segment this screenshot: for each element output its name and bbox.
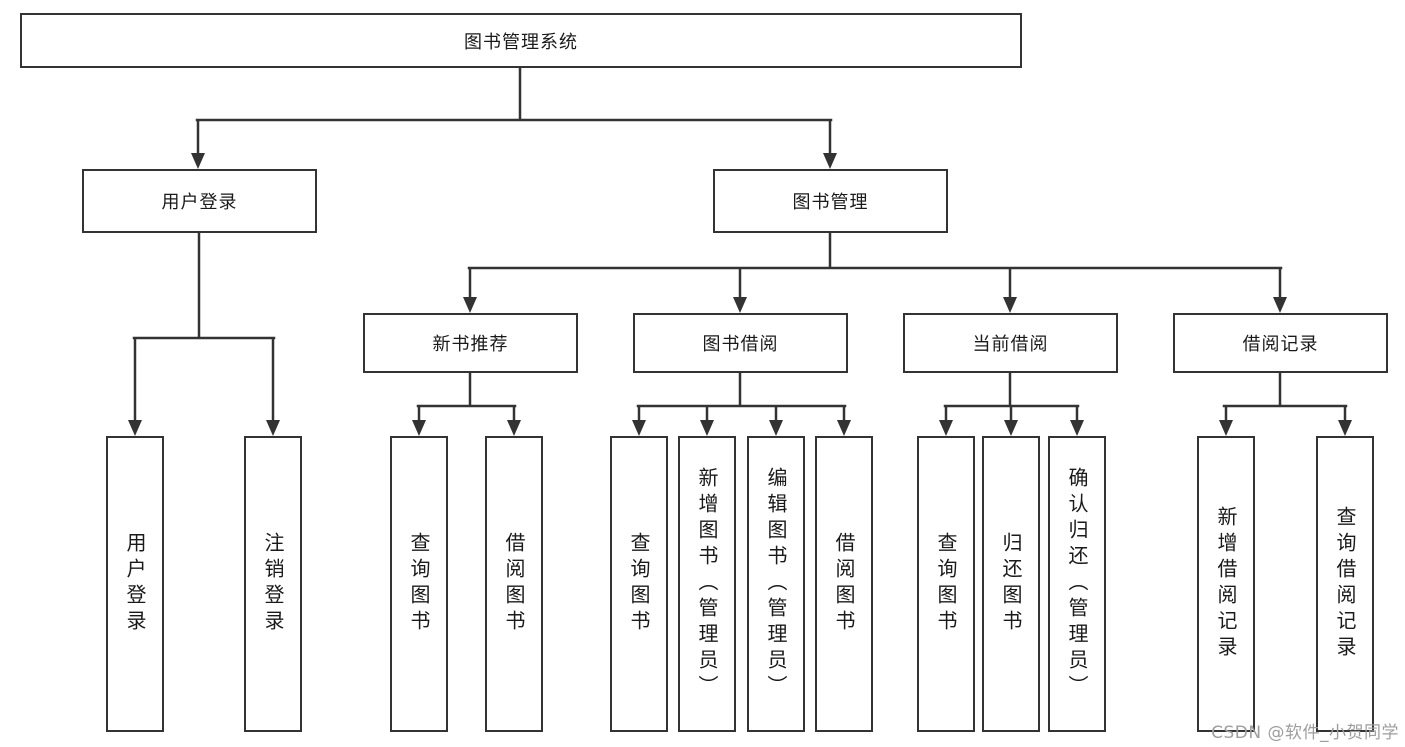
node-current-borrow-label: 当前借阅 <box>972 334 1049 355</box>
leaf-query-book-2: 查询图书 <box>610 436 668 732</box>
node-user-login-label: 用户登录 <box>161 192 238 213</box>
leaf-logout-label: 注销登录 <box>261 532 285 636</box>
edge-borrow-record-split <box>1222 371 1348 423</box>
edge-current-borrow-split <box>943 371 1080 423</box>
leaf-query-book-2-label: 查询图书 <box>627 532 651 636</box>
leaf-user-login: 用户登录 <box>106 436 164 732</box>
node-root: 图书管理系统 <box>20 13 1022 68</box>
node-root-label: 图书管理系统 <box>464 31 578 53</box>
leaf-borrow-book-2: 借阅图书 <box>815 436 873 732</box>
node-new-book-recommend-label: 新书推荐 <box>432 334 509 355</box>
arrowheads-level2 <box>191 153 837 169</box>
node-new-book-recommend: 新书推荐 <box>363 313 578 373</box>
node-user-login: 用户登录 <box>82 169 317 233</box>
node-book-management-label: 图书管理 <box>792 192 869 213</box>
leaf-add-borrow-record-label: 新增借阅记录 <box>1214 506 1238 662</box>
leaf-borrow-book-1-label: 借阅图书 <box>502 532 526 636</box>
arrowheads-borrow-record-leaves <box>1219 420 1352 436</box>
leaf-query-book-3: 查询图书 <box>917 436 975 732</box>
arrowheads-level3 <box>463 297 1287 313</box>
leaf-add-book-admin-label: 新增图书（管理员） <box>695 467 719 701</box>
edge-root-split <box>195 66 833 156</box>
leaf-borrow-book-1: 借阅图书 <box>485 436 543 732</box>
leaf-return-book: 归还图书 <box>982 436 1040 732</box>
edge-new-book-split <box>416 371 517 423</box>
leaf-query-book-1-label: 查询图书 <box>407 532 431 636</box>
leaf-add-book-admin: 新增图书（管理员） <box>678 436 736 732</box>
leaf-edit-book-admin-label: 编辑图书（管理员） <box>764 467 788 701</box>
arrowheads-book-borrow-leaves <box>632 420 851 436</box>
watermark: CSDN @软件_小贺同学 <box>1211 723 1399 743</box>
edge-user-login-split <box>132 231 276 423</box>
arrowheads-user-login-leaves <box>128 420 280 436</box>
node-borrow-records-label: 借阅记录 <box>1242 334 1319 355</box>
leaf-return-book-label: 归还图书 <box>999 532 1023 636</box>
leaf-confirm-return-admin-label: 确认归还（管理员） <box>1065 467 1089 701</box>
leaf-query-book-3-label: 查询图书 <box>934 532 958 636</box>
node-current-borrow: 当前借阅 <box>903 313 1118 373</box>
leaf-query-borrow-record-label: 查询借阅记录 <box>1333 506 1357 662</box>
edge-book-management-split <box>467 231 1283 300</box>
leaf-user-login-label: 用户登录 <box>123 532 147 636</box>
leaf-borrow-book-2-label: 借阅图书 <box>832 532 856 636</box>
node-borrow-records: 借阅记录 <box>1173 313 1388 373</box>
node-book-borrow-label: 图书借阅 <box>702 334 779 355</box>
arrowheads-new-book-leaves <box>412 420 521 436</box>
node-book-management: 图书管理 <box>713 169 948 233</box>
leaf-add-borrow-record: 新增借阅记录 <box>1197 436 1255 732</box>
leaf-query-borrow-record: 查询借阅记录 <box>1316 436 1374 732</box>
leaf-query-book-1: 查询图书 <box>390 436 448 732</box>
leaf-logout: 注销登录 <box>244 436 302 732</box>
arrowheads-current-borrow-leaves <box>939 420 1084 436</box>
edge-book-borrow-split <box>636 371 847 423</box>
leaf-edit-book-admin: 编辑图书（管理员） <box>747 436 805 732</box>
node-book-borrow: 图书借阅 <box>633 313 848 373</box>
leaf-confirm-return-admin: 确认归还（管理员） <box>1048 436 1106 732</box>
